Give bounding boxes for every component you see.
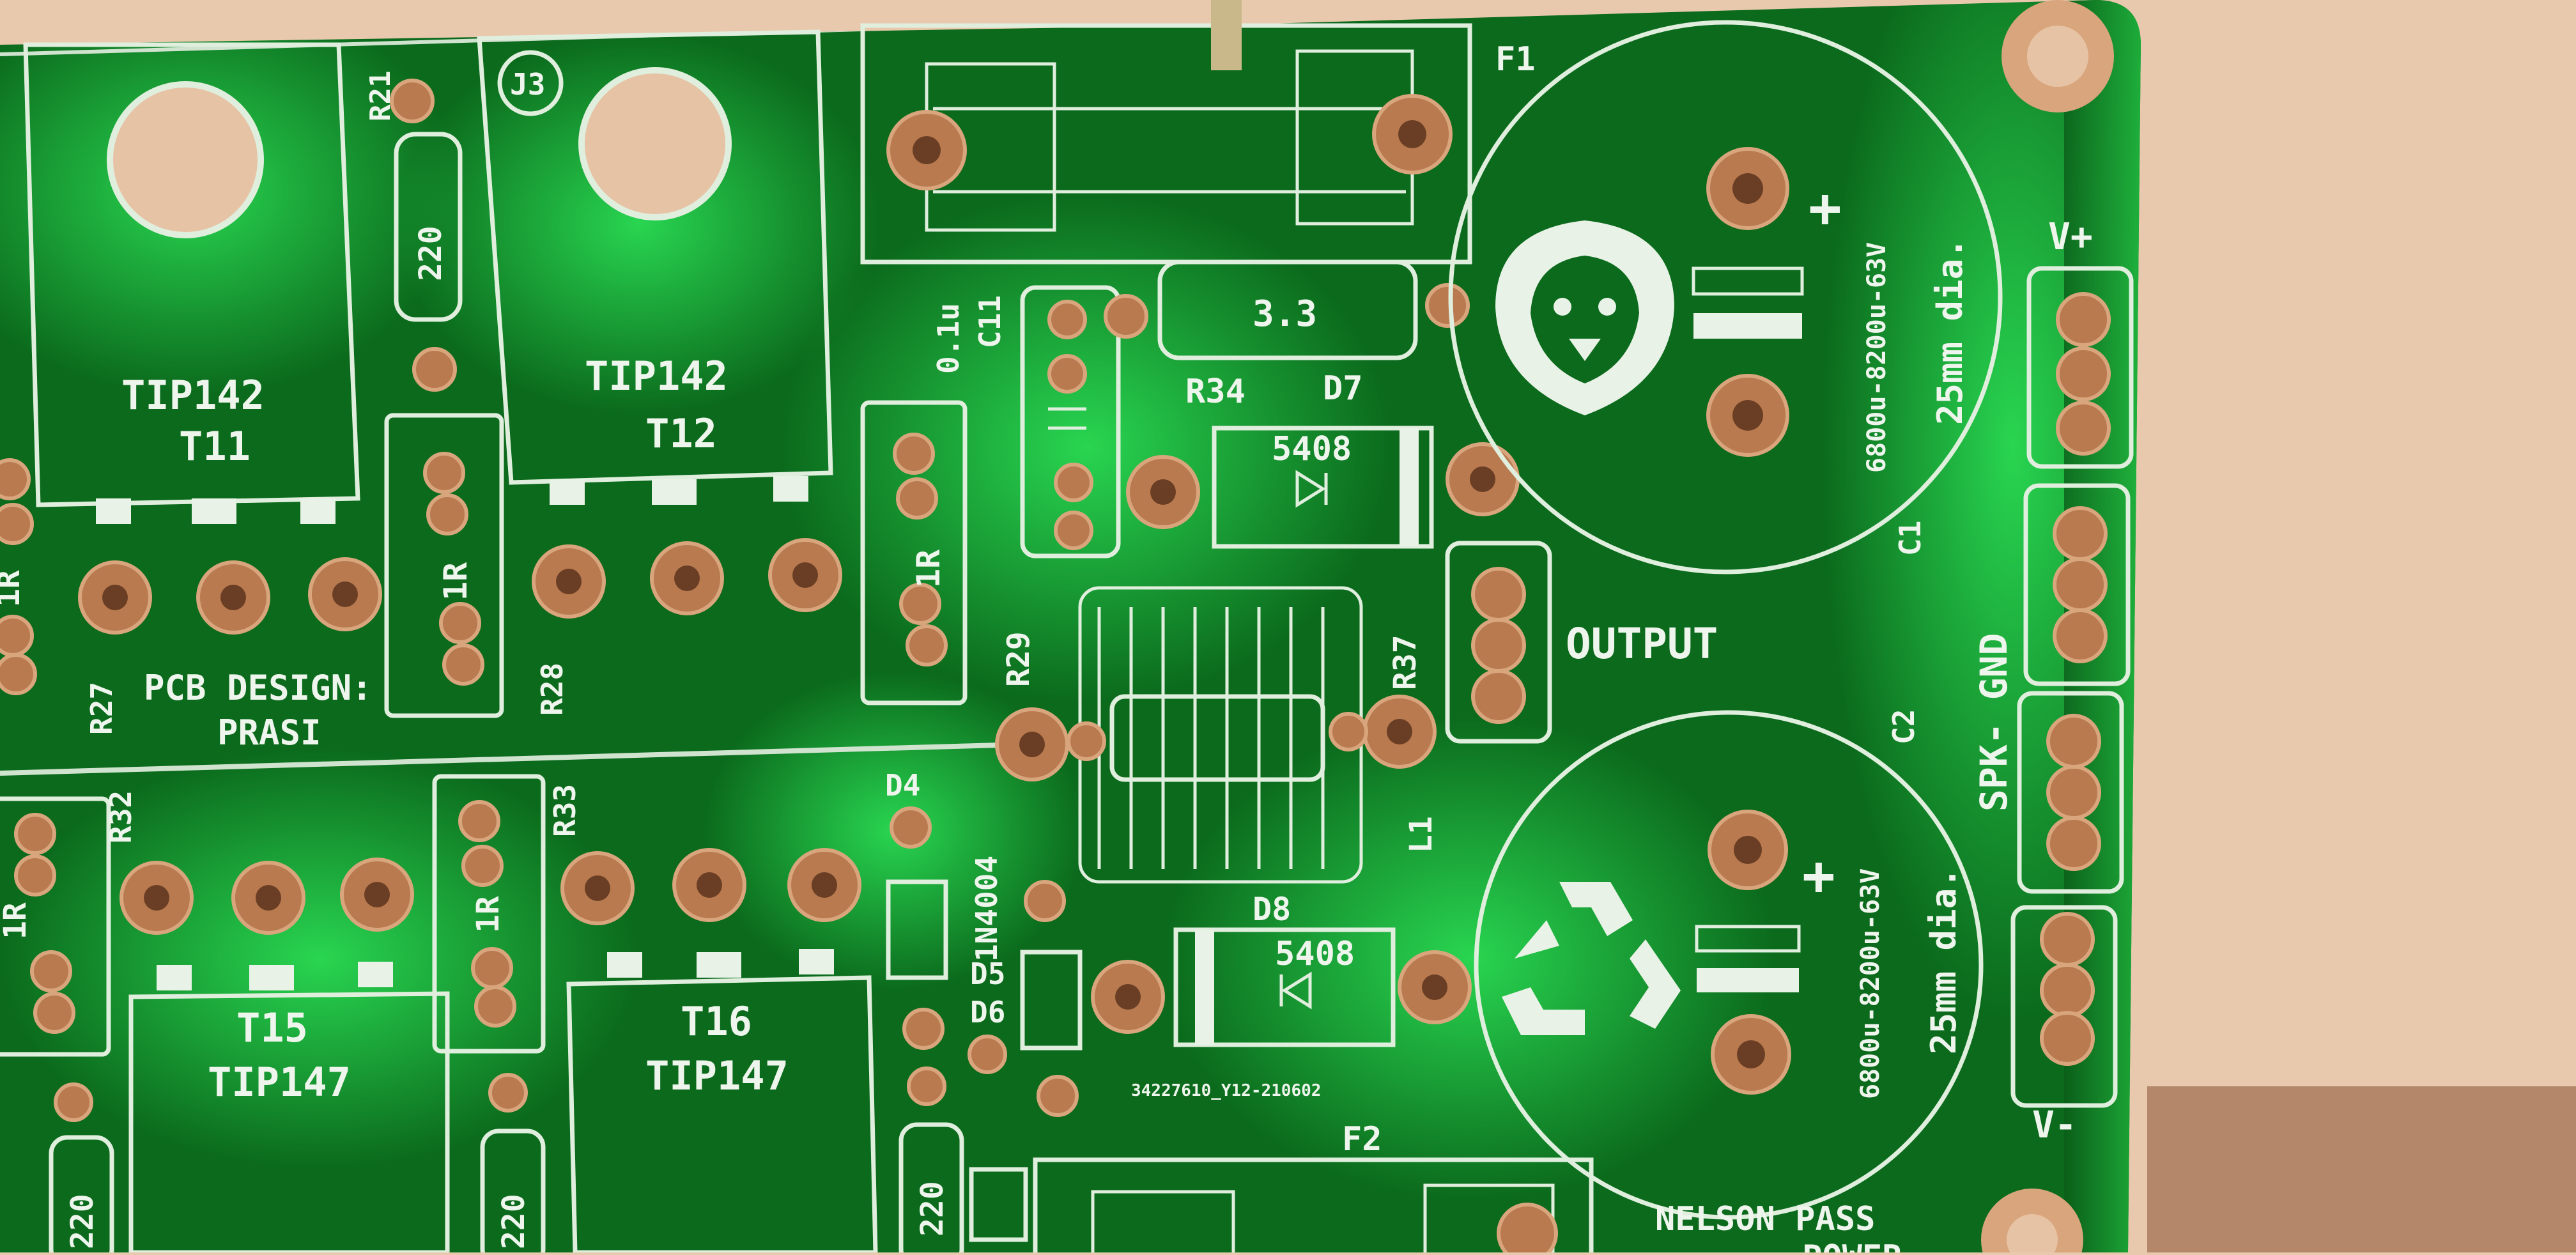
label-plus-top: +	[1809, 176, 1842, 240]
label-t12-part: TIP142	[585, 353, 728, 399]
resistor-bottom-2	[480, 1073, 546, 1255]
label-r-bottom2-value: 220	[496, 1194, 532, 1249]
transistor-t15	[120, 858, 450, 1255]
label-r33: R33	[548, 784, 582, 837]
connector-spk-gnd	[2023, 483, 2131, 686]
capacitor-c2	[1474, 710, 1984, 1220]
label-t12: T12	[645, 410, 717, 457]
label-d7: D7	[1323, 369, 1363, 408]
label-r-left-value: 1R	[0, 570, 27, 607]
label-r29: R29	[1001, 631, 1037, 687]
label-plus-bottom: +	[1802, 844, 1835, 908]
label-d8-value: 5408	[1275, 935, 1355, 973]
resistor-bottom-3	[899, 1122, 1028, 1255]
label-r28-value: 1R	[437, 562, 474, 601]
label-v-plus: V+	[2048, 215, 2093, 258]
label-r-bottom1-value: 220	[65, 1194, 100, 1249]
label-t15: T15	[236, 1005, 308, 1051]
resistor-pads-left	[0, 458, 111, 1057]
recycle-logo-icon	[1502, 882, 1681, 1035]
label-f1: F1	[1495, 40, 1536, 79]
label-t16-part: TIP147	[645, 1052, 789, 1099]
label-r32-value: 1R	[0, 902, 33, 939]
transistor-t16	[560, 848, 878, 1255]
resistor-block-r29	[860, 400, 968, 705]
diode-d8	[1091, 927, 1472, 1047]
label-d7-value: 5408	[1272, 430, 1352, 468]
resistor-r21	[390, 79, 463, 392]
label-design-line1: PCB DESIGN:	[144, 668, 373, 708]
label-credit-cut: POWER	[1802, 1238, 1902, 1252]
resistor-r34	[1104, 259, 1470, 360]
mount-hole-top	[2001, 0, 2114, 112]
transistor-t12	[477, 29, 842, 619]
label-c2-rating: 6800u-8200u-63V	[1856, 868, 1885, 1099]
label-f2: F2	[1342, 1120, 1382, 1159]
fuse-holder-f2	[1033, 1157, 1594, 1255]
label-credit: NELSON PASS	[1655, 1200, 1875, 1238]
capacitor-c11	[1020, 285, 1121, 558]
label-d4-value: 1N4004	[969, 856, 1004, 962]
connector-vminus	[2010, 905, 2118, 1108]
lion-logo-icon	[1495, 220, 1674, 415]
label-t16: T16	[681, 998, 752, 1045]
label-d5: D5	[970, 957, 1005, 991]
label-r34: R34	[1185, 373, 1246, 411]
label-j3: J3	[510, 67, 545, 102]
label-r33-value: 1R	[470, 896, 506, 933]
resistor-block-r33	[432, 774, 546, 1054]
label-c11: C11	[973, 295, 1007, 348]
label-r28: R28	[535, 663, 569, 716]
label-l1: L1	[1403, 816, 1439, 853]
label-c1-rating: 6800u-8200u-63V	[1862, 242, 1892, 473]
label-r21: R21	[364, 71, 397, 121]
label-r29-value: 1R	[910, 549, 947, 588]
label-t11: T11	[179, 423, 251, 470]
label-d4: D4	[885, 768, 920, 803]
label-t15-part: TIP147	[208, 1059, 351, 1105]
resistor-block-r28	[384, 413, 504, 718]
mount-hole-bottom	[1981, 1189, 2083, 1255]
capacitor-c1	[1448, 20, 2003, 574]
diode-d4	[886, 806, 948, 1106]
label-c1: C1	[1893, 521, 1927, 556]
j3-marker	[497, 50, 564, 116]
label-c2-dia: 25mm dia.	[1924, 867, 1964, 1054]
label-c2: C2	[1886, 709, 1921, 744]
connector-spk-gnd-2	[2017, 691, 2124, 894]
label-serial: 34227610_Y12-210602	[1131, 1081, 1321, 1100]
label-r27: R27	[84, 682, 119, 735]
label-design-line2: PRASI	[217, 712, 321, 753]
label-output: OUTPUT	[1566, 619, 1718, 668]
label-v-minus: V-	[2032, 1103, 2077, 1146]
label-d8: D8	[1253, 891, 1291, 928]
label-t11-part: TIP142	[121, 372, 265, 419]
output-connector	[1445, 541, 1552, 744]
transistor-t11	[23, 42, 382, 635]
label-r21-value: 220	[413, 226, 449, 281]
fuse-holder-f1	[860, 0, 1472, 265]
label-r-bottom3-value: 220	[914, 1181, 950, 1236]
label-c11-value: 0.1u	[931, 303, 966, 374]
label-d6: D6	[970, 995, 1005, 1029]
label-c1-dia: 25mm dia.	[1930, 238, 1970, 425]
label-spk-gnd: SPK- GND	[1972, 633, 2016, 812]
inductor-l1	[995, 586, 1437, 884]
resistor-bottom-1	[49, 1082, 114, 1255]
label-r32: R32	[104, 790, 138, 843]
label-r34-value: 3.3	[1253, 293, 1317, 335]
connector-vplus	[2026, 266, 2134, 469]
label-r37: R37	[1387, 635, 1423, 690]
diode-d5-d6	[968, 880, 1083, 1117]
